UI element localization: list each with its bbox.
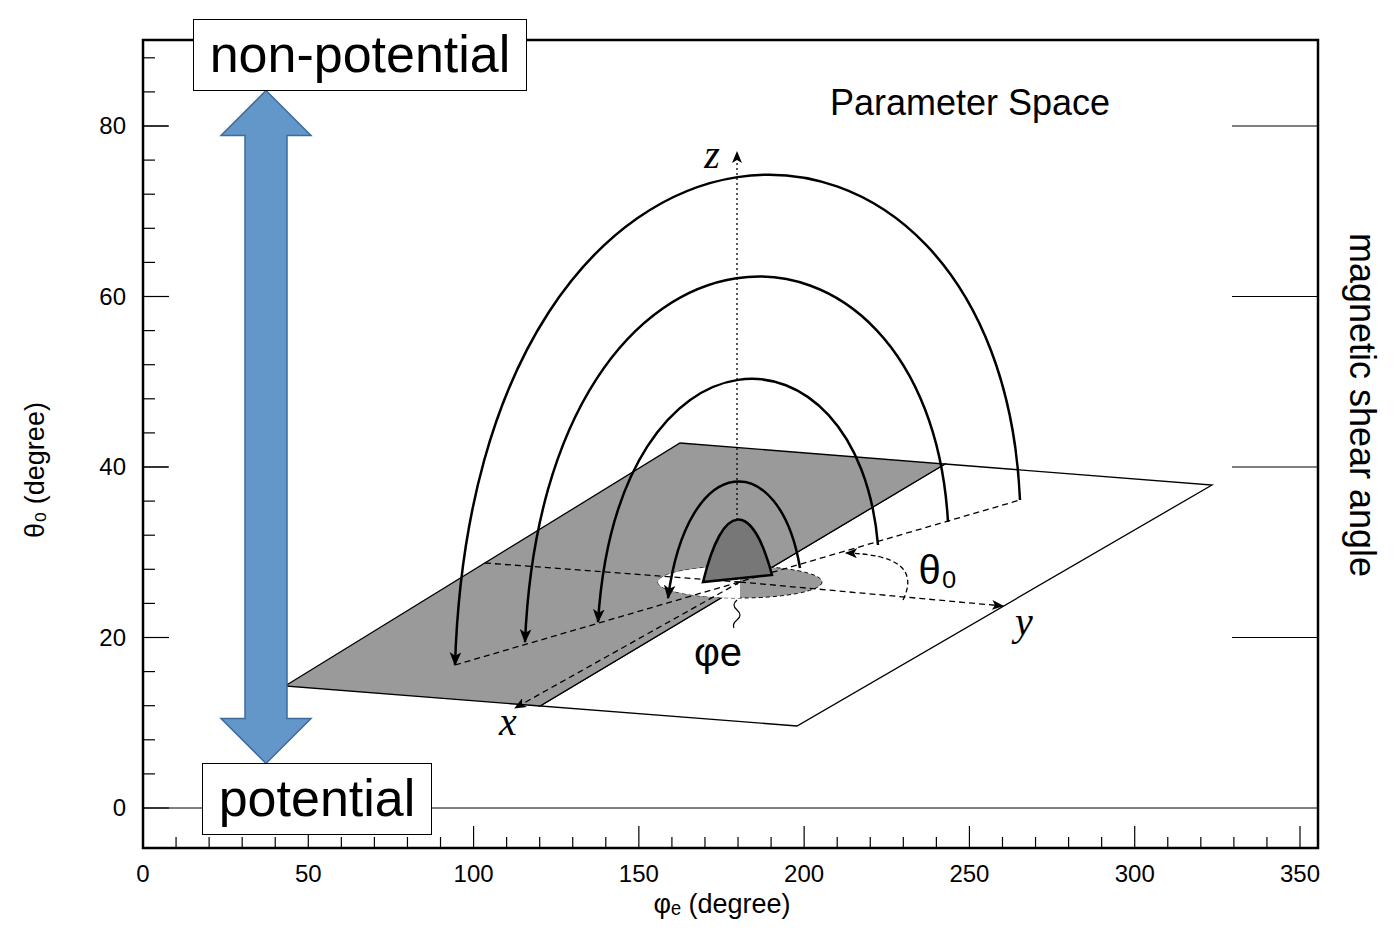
y-tick — [143, 364, 155, 365]
x-tick — [374, 837, 375, 848]
y-tick — [143, 432, 155, 433]
x-tick — [1200, 837, 1201, 848]
tick-label: 50 — [295, 861, 322, 887]
x-tick — [903, 837, 904, 848]
tick-label: 150 — [619, 861, 659, 887]
box-text: potential — [219, 770, 416, 827]
y-tick — [143, 398, 155, 399]
tick-label: 20 — [99, 624, 126, 650]
x-tick — [1101, 837, 1102, 848]
x-tick — [572, 837, 573, 848]
tick-label: 300 — [1115, 861, 1155, 887]
x-tick — [209, 837, 210, 848]
y-tick — [143, 262, 155, 263]
plot-frame — [143, 40, 1318, 848]
y-tick — [143, 705, 155, 706]
tick-label: 200 — [784, 861, 824, 887]
label-box: non-potential — [193, 19, 528, 90]
y-tick — [143, 228, 155, 229]
x-tick — [969, 826, 970, 848]
y-tick — [143, 330, 155, 331]
x-tick — [506, 837, 507, 848]
x-tick — [1233, 837, 1234, 848]
y-tick — [143, 807, 169, 808]
y-tick — [143, 501, 155, 502]
box-text: non-potential — [210, 26, 511, 83]
illustration-ground — [168, 86, 1232, 790]
tick-label: 0 — [136, 861, 149, 887]
leader-line — [733, 600, 740, 628]
x-tick — [1299, 826, 1300, 848]
tick-label: 350 — [1280, 861, 1320, 887]
x-tick — [638, 826, 639, 848]
x-tick — [1068, 837, 1069, 848]
x-tick — [737, 837, 738, 848]
angle-label: θ₀ — [919, 548, 958, 592]
x-tick — [341, 837, 342, 848]
x-tick — [1134, 826, 1135, 848]
x-tick — [275, 837, 276, 848]
x-tick — [440, 837, 441, 848]
y-tick — [143, 125, 169, 126]
x-tick — [242, 837, 243, 848]
x-tick — [936, 837, 937, 848]
x-tick — [804, 826, 805, 848]
angle-label: φe — [694, 630, 742, 674]
y-tick — [143, 603, 155, 604]
y-tick — [143, 637, 169, 638]
field-line — [525, 277, 948, 642]
axis-letter: x — [499, 700, 517, 744]
axis-title: φₑ (degree) — [653, 890, 790, 920]
x-tick — [407, 837, 408, 848]
y-tick — [143, 569, 155, 570]
tick-label: 0 — [113, 795, 126, 821]
tick-label: 250 — [949, 861, 989, 887]
y-tick — [143, 773, 155, 774]
y-tick — [143, 671, 155, 672]
field-line — [598, 379, 878, 622]
axis-letter: z — [704, 133, 720, 177]
x-tick — [175, 837, 176, 848]
x-tick — [1035, 837, 1036, 848]
grey-plane — [285, 443, 945, 706]
tick-label: 60 — [99, 283, 126, 309]
y-tick — [143, 739, 155, 740]
field-line — [703, 520, 772, 582]
y-tick — [143, 91, 155, 92]
angle-arc — [846, 553, 908, 600]
field-line — [455, 175, 1020, 665]
y-tick — [143, 466, 169, 467]
side-title: magnetic shear angle — [1342, 233, 1382, 577]
y-tick — [143, 194, 155, 195]
y-tick — [143, 535, 155, 536]
x-tick — [1167, 837, 1168, 848]
double-arrow — [221, 91, 311, 764]
x-tick — [1266, 837, 1267, 848]
y-tick — [143, 296, 169, 297]
x-tick — [704, 837, 705, 848]
x-tick — [473, 826, 474, 848]
axis-letter: y — [1015, 600, 1033, 644]
tick-label: 80 — [99, 113, 126, 139]
x-tick — [837, 837, 838, 848]
tick-label: 40 — [99, 454, 126, 480]
x-tick — [770, 837, 771, 848]
panel-title: Parameter Space — [830, 83, 1110, 123]
axis-ticks — [143, 58, 1300, 848]
y-tick — [143, 57, 155, 58]
x-tick — [671, 837, 672, 848]
y-axis-arrow — [740, 582, 1003, 606]
x-tick — [870, 837, 871, 848]
plane-illustration — [285, 152, 1212, 726]
x-tick — [605, 837, 606, 848]
y-tick — [143, 160, 155, 161]
dashed-guide — [485, 563, 740, 582]
x-tick — [539, 837, 540, 848]
label-box: potential — [202, 763, 433, 834]
tick-label: 100 — [454, 861, 494, 887]
x-tick — [1002, 837, 1003, 848]
field-line — [668, 481, 800, 598]
axis-title: θ₀ (degree) — [21, 402, 51, 538]
